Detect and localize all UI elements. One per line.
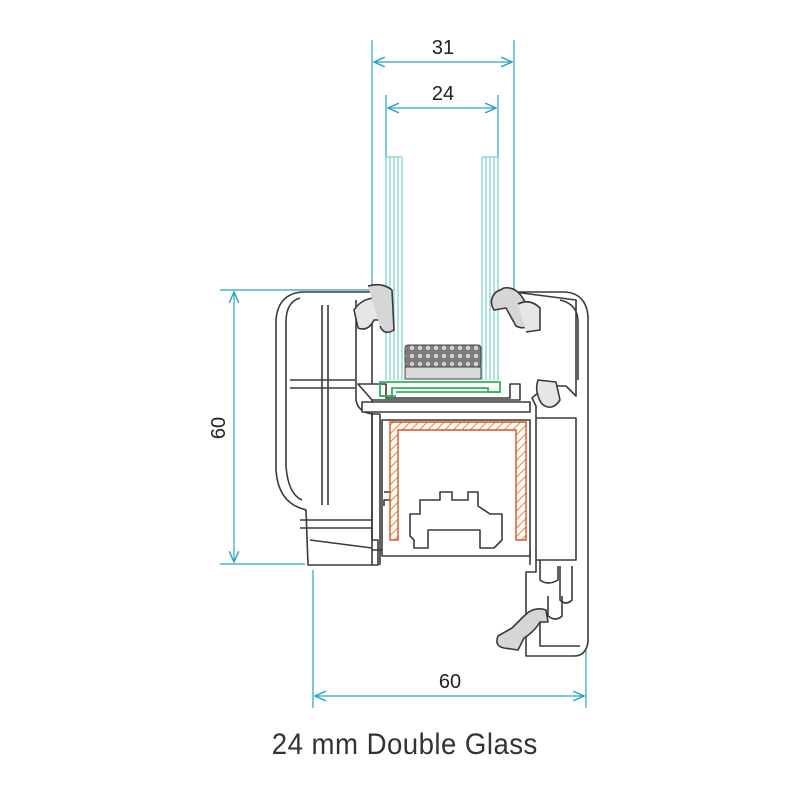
diagram-caption: 24 mm Double Glass [271,728,538,761]
dimension-24: 24 [385,83,499,160]
dimension-bottom-60: 60 [312,570,587,708]
dimension-31: 31 [371,37,515,290]
glazing-bead-clip [379,381,501,397]
dimension-label-24: 24 [432,83,454,105]
steel-reinforcement [389,421,527,541]
dimension-left-60: 60 [208,289,375,565]
glass-pane-left [385,156,403,380]
dimension-label-left-60: 60 [208,417,230,439]
pvc-profile [275,283,589,657]
glass-pane-right [481,156,499,380]
glass-spacer [404,344,482,380]
dimension-label-31: 31 [432,37,454,59]
dimension-label-bottom-60: 60 [439,671,461,693]
